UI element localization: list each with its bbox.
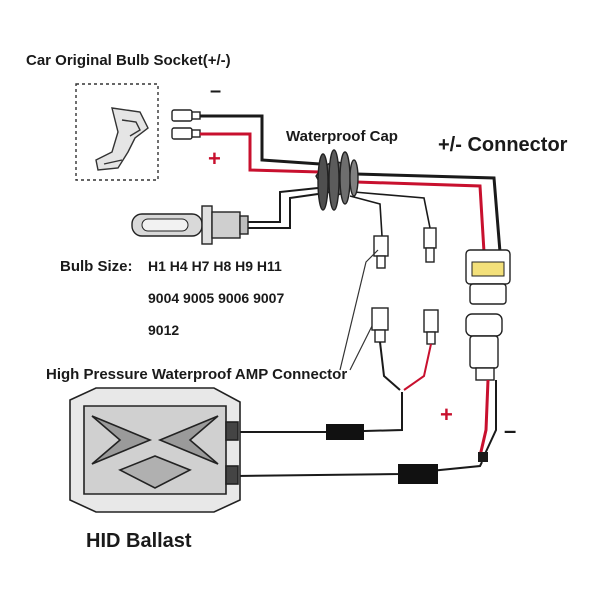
ballast-lower-wire [235,461,483,477]
cap-red-wire [355,180,486,253]
cap-wire-to-right-plug [353,191,431,229]
waterproof-cap [315,149,359,211]
connector-female [465,249,511,305]
socket-label: Car Original Bulb Socket(+/-) [26,52,231,69]
socket-terminal-top [171,109,201,122]
socket-red-wire [200,132,321,174]
amp-pointer-upper [339,249,379,371]
amp-plug-right [423,309,439,345]
bulb-size-line3: 9012 [148,322,180,338]
connector-male [465,313,503,381]
inline-filter-lower [398,464,438,484]
socket-black-wire [200,114,321,166]
bulb-socket-plug [95,107,149,171]
socket-minus-sign: – [210,80,222,102]
amp-wire-right [403,343,432,391]
bulb-size-line2: 9004 9005 9006 9007 [148,290,285,306]
amp-connector-label: High Pressure Waterproof AMP Connector [46,366,348,383]
bulb-wire-2 [246,193,319,229]
socket-plus-sign: + [208,146,221,171]
ballast-upper-wire [236,392,403,433]
hid-bulb [131,205,249,245]
amp-pointer-lower [349,325,373,371]
bulb-size-line1: H1 H4 H7 H8 H9 H11 [148,258,282,274]
cap-black-wire [355,172,502,253]
inline-filter-upper [326,424,364,440]
wire-junction [478,452,488,462]
connector-label: +/- Connector [438,134,568,156]
male-red-wire [478,379,490,457]
cap-wire-to-left-plug [349,195,383,237]
cap-small-plug-right [423,227,437,263]
ballast-minus-sign: – [504,418,517,443]
bulb-size-title: Bulb Size: [60,258,133,275]
amp-plug-left [371,307,389,343]
bulb-wire-1 [246,187,319,223]
ballast-plus-sign: + [440,402,453,427]
bulb-socket-frame [75,83,159,181]
socket-terminal-bottom [171,127,201,140]
ballast-label: HID Ballast [86,530,192,552]
waterproof-cap-label: Waterproof Cap [286,128,398,145]
male-black-wire [483,380,497,457]
hid-ballast [69,387,241,513]
amp-wire-left [379,341,401,391]
